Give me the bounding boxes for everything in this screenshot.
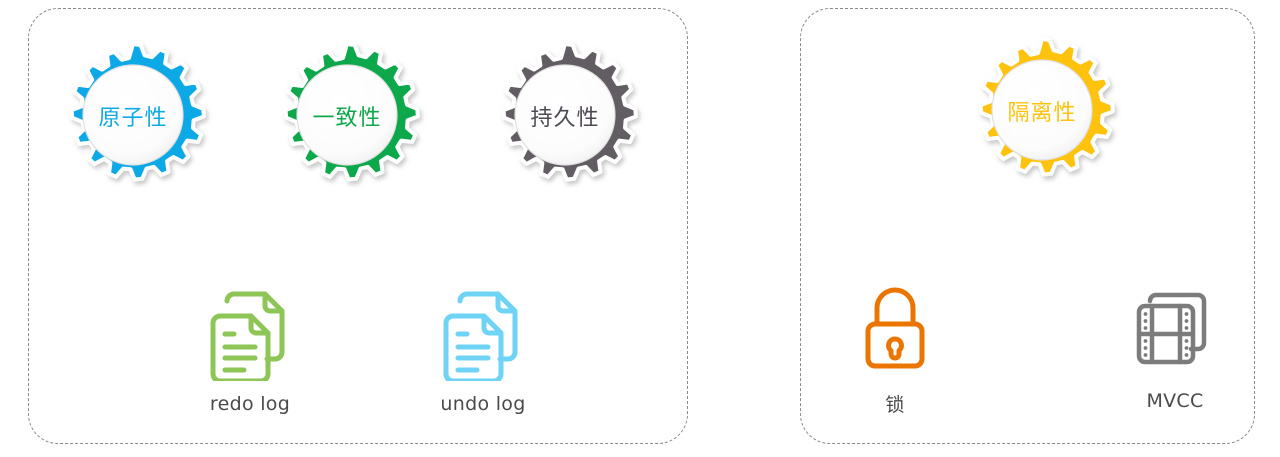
isolation-panel xyxy=(800,8,1255,444)
mvcc-label: MVCC xyxy=(1146,390,1204,412)
atomicity-consistency-durability-panel xyxy=(28,8,688,444)
item-lock[interactable]: 锁 xyxy=(810,272,980,417)
gear-atomicity[interactable]: 原子性 xyxy=(58,41,208,191)
undo-log-icon-box xyxy=(398,275,568,387)
gear-icon-consistency xyxy=(283,42,420,182)
redo-log-icon-box xyxy=(165,275,335,387)
item-redo-log[interactable]: redo log xyxy=(165,275,335,415)
gear-icon-isolation xyxy=(978,37,1115,177)
gear-isolation[interactable]: 隔离性 xyxy=(967,36,1117,186)
gear-durability[interactable]: 持久性 xyxy=(490,41,640,191)
mvcc-icon-box xyxy=(1090,272,1260,384)
lock-icon-box xyxy=(810,272,980,384)
item-mvcc[interactable]: MVCC xyxy=(1090,272,1260,412)
film-strip-icon xyxy=(1136,292,1207,365)
redo-log-label: redo log xyxy=(209,393,291,415)
gear-icon-durability xyxy=(501,42,638,182)
documents-icon xyxy=(210,291,285,381)
undo-log-label: undo log xyxy=(440,393,526,415)
gear-icon-atomicity xyxy=(69,42,206,182)
documents-icon xyxy=(443,291,518,381)
lock-label: 锁 xyxy=(885,394,905,416)
lock-icon xyxy=(865,287,925,369)
item-undo-log[interactable]: undo log xyxy=(398,275,568,415)
gear-consistency[interactable]: 一致性 xyxy=(272,41,422,191)
